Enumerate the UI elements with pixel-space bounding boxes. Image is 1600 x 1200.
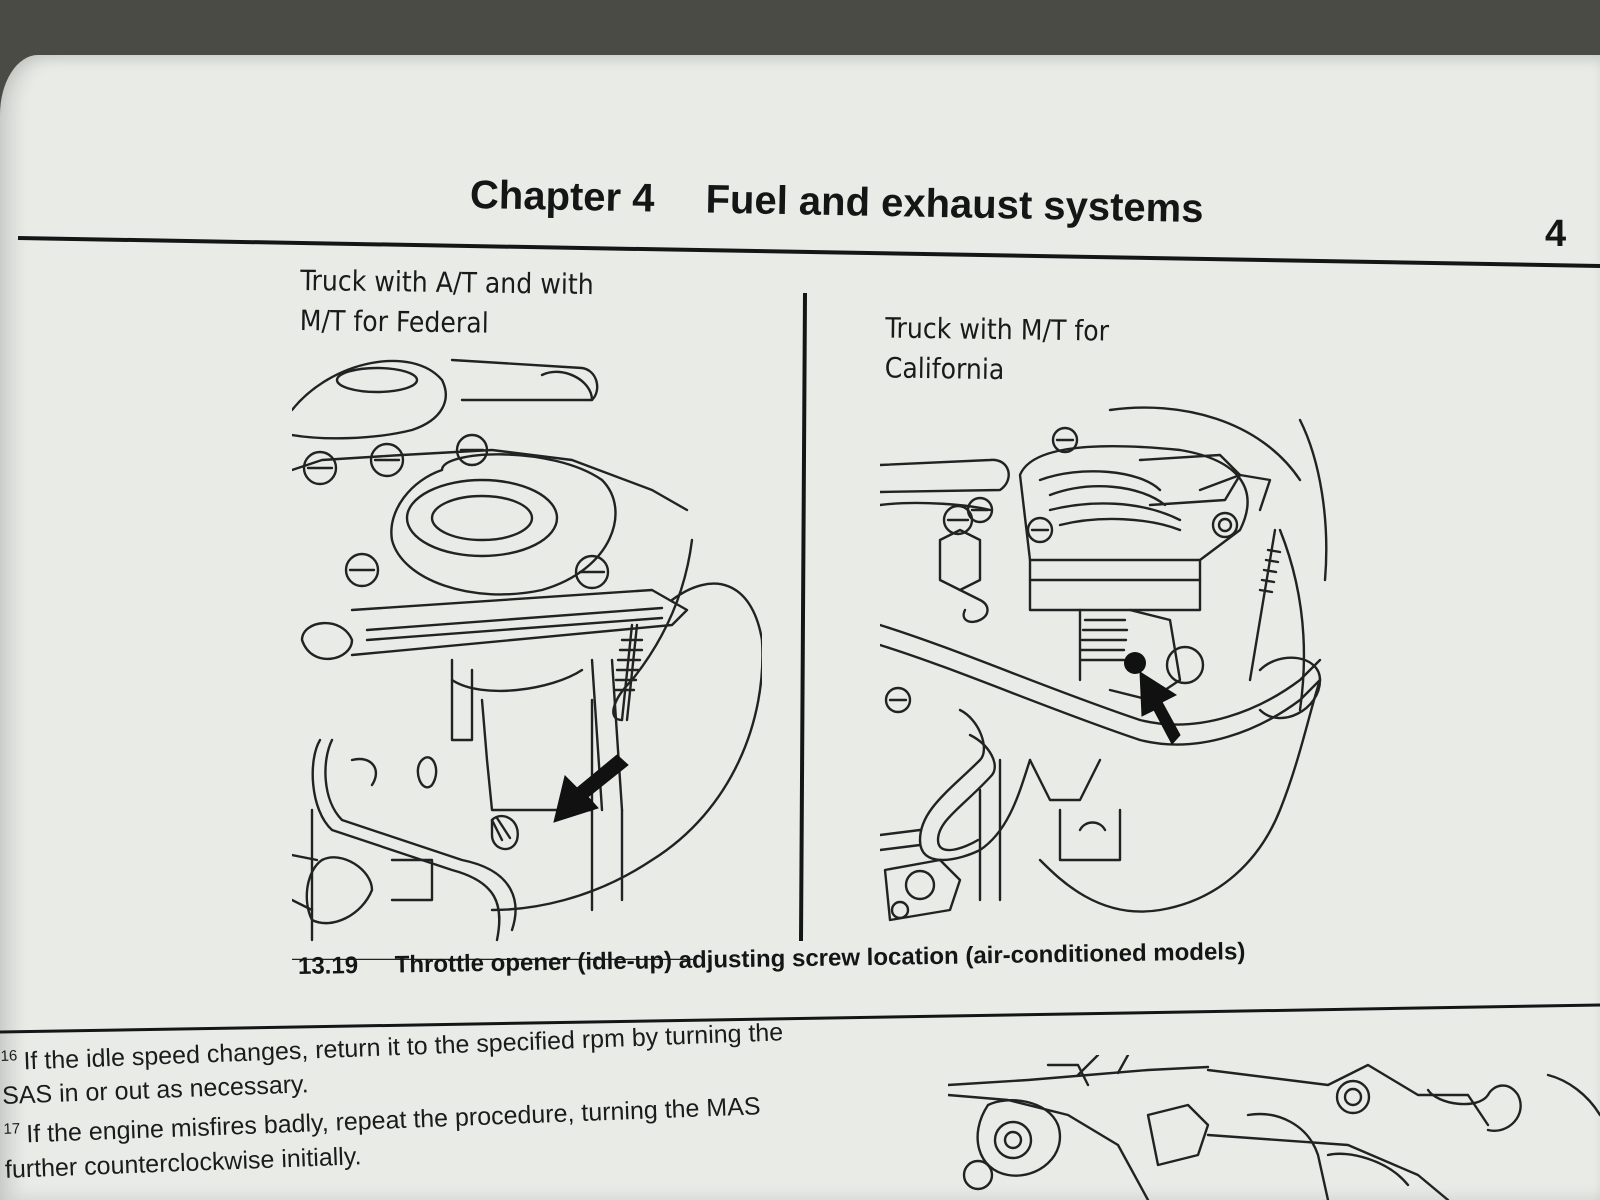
left-carburetor-illustration — [292, 358, 762, 960]
arrow-pointer-icon — [1139, 671, 1181, 745]
next-figure-partial-illustration — [948, 1055, 1600, 1200]
page-number: 4 — [1545, 213, 1567, 255]
header-rule — [17, 236, 1600, 268]
paragraph-number: 16 — [0, 1047, 18, 1065]
caption-rule — [0, 1003, 1600, 1034]
adjusting-screw-icon — [1124, 652, 1146, 674]
manual-page: Chapter 4 Fuel and exhaust systems 4 Tru… — [0, 55, 1600, 1200]
panel-divider — [799, 292, 807, 942]
right-carburetor-illustration — [880, 406, 1328, 922]
arrow-pointer-icon — [553, 754, 629, 823]
paragraph-number: 17 — [3, 1120, 21, 1139]
